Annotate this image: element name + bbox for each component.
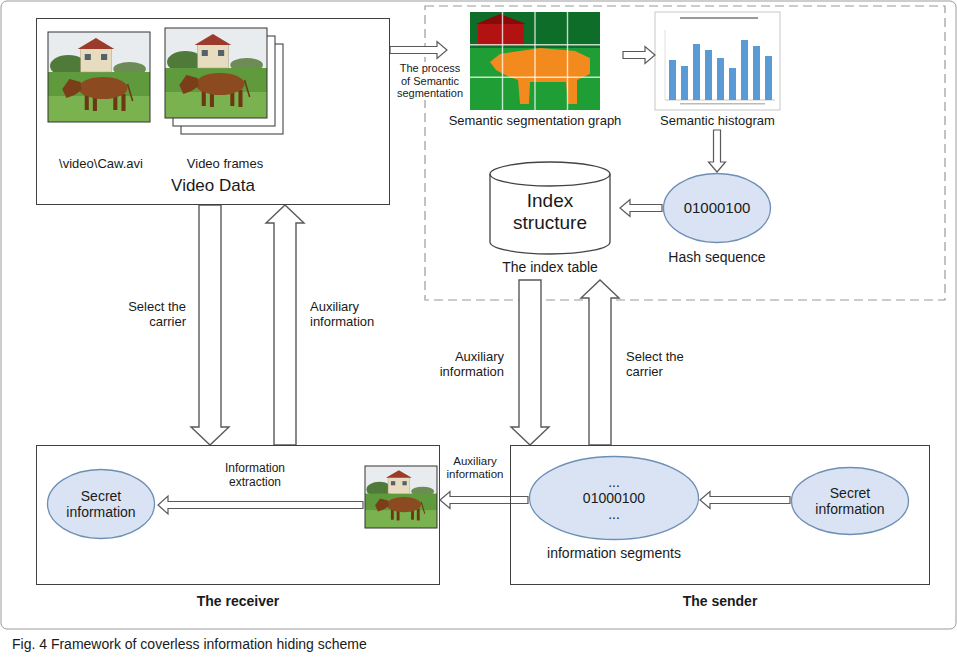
node-text: Secret information xyxy=(60,468,142,540)
database-cylinder: Index structureThe index table xyxy=(480,160,620,280)
dashed-region xyxy=(425,6,945,300)
histogram-picture xyxy=(655,12,780,110)
carrier-picture xyxy=(365,466,437,528)
node-text: Video Data xyxy=(37,175,389,197)
flow-arrow xyxy=(709,130,726,172)
flow-arrow xyxy=(620,200,662,217)
edge-label: Auxiliary information xyxy=(308,300,388,330)
secret-ellipse: Secret information xyxy=(790,466,910,536)
edge-label: Select the carrier xyxy=(116,300,188,330)
node-text: Video frames xyxy=(165,155,285,173)
flow-arrow xyxy=(390,42,447,59)
node-text: Secret information xyxy=(804,466,896,536)
node-text: \video\Caw.avi xyxy=(45,155,157,173)
data-box: \video\Caw.avi Video framesVideo Data xyxy=(36,18,390,205)
segmentation-picture xyxy=(470,12,600,110)
node-text: information segments xyxy=(528,544,700,562)
flow-arrow xyxy=(700,492,790,509)
image-node: Semantic segmentation graph xyxy=(447,10,623,130)
node-text: The index table xyxy=(480,258,620,276)
arrow-label: Information extraction xyxy=(213,462,297,490)
flow-arrow xyxy=(440,492,528,509)
block-arrow xyxy=(191,205,229,445)
node-text: ... 01000100 ... xyxy=(577,455,651,541)
figure-caption: Fig. 4 Framework of coverless informatio… xyxy=(10,636,610,652)
edge-label: Auxiliary information xyxy=(426,350,506,380)
block-arrow xyxy=(511,280,549,445)
figure-frame xyxy=(1,1,956,629)
video-frame xyxy=(165,28,267,118)
party-box: The sender... 01000100 ...information se… xyxy=(510,445,930,585)
hash-ellipse: 01000100Hash sequence xyxy=(662,172,772,269)
node-text: Semantic histogram xyxy=(655,113,780,130)
node-text: The receiver xyxy=(37,592,439,610)
edge-label: Auxiliary information xyxy=(442,455,508,481)
node-text: Hash sequence xyxy=(662,248,772,266)
image-node: Semantic histogram xyxy=(655,10,780,130)
edge-label: The process of Semantic segmentation xyxy=(392,62,468,100)
node-text: 01000100 xyxy=(662,172,772,244)
block-arrow xyxy=(581,280,619,445)
segments-ellipse: ... 01000100 ... information segments xyxy=(528,455,700,563)
extraction-arrow xyxy=(158,496,363,514)
video-picture xyxy=(48,32,150,122)
edge-label: Select the carrier xyxy=(624,350,704,380)
block-arrow xyxy=(266,205,304,445)
node-text: Semantic segmentation graph xyxy=(447,113,623,130)
secret-ellipse: Secret information xyxy=(46,468,156,540)
node-text: Index structure xyxy=(495,186,605,238)
node-text: The sender xyxy=(511,592,929,610)
flow-arrow xyxy=(623,47,655,64)
